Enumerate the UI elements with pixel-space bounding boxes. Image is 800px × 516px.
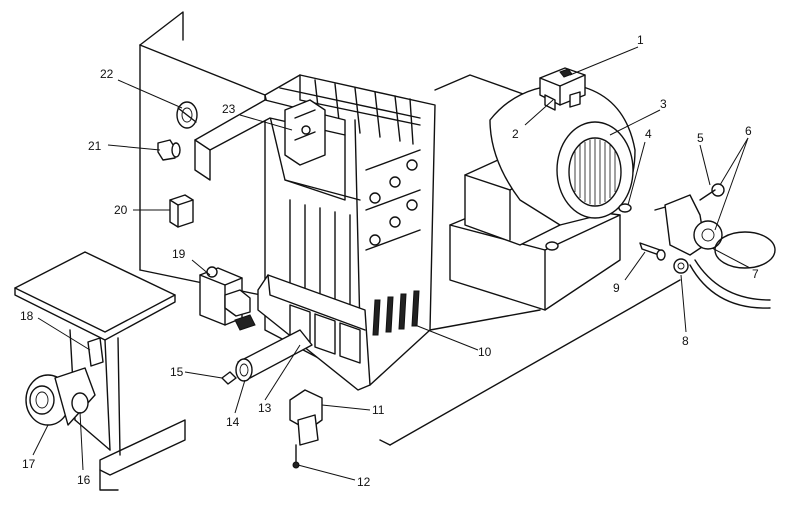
callout-16: 16 — [77, 473, 91, 487]
callout-19: 19 — [172, 247, 186, 261]
callout-14: 14 — [226, 415, 240, 429]
callout-5: 5 — [697, 131, 704, 145]
orifice — [221, 371, 237, 385]
callout-10: 10 — [478, 345, 492, 359]
burner-tube — [235, 329, 313, 382]
callout-8: 8 — [682, 334, 689, 348]
igniter-assembly — [289, 389, 323, 469]
callout-9: 9 — [613, 281, 620, 295]
blower-switch — [539, 67, 586, 111]
blower-assembly — [449, 84, 636, 311]
callout-23: 23 — [222, 102, 236, 116]
callout-13: 13 — [258, 401, 272, 415]
callout-labels: 1 2 3 4 5 6 7 8 9 10 11 12 13 14 15 16 1… — [20, 33, 759, 489]
callout-1: 1 — [637, 33, 644, 47]
blower-wheel-hatch — [574, 139, 616, 205]
callout-20: 20 — [114, 203, 128, 217]
inducer-motor — [25, 367, 96, 426]
callout-18: 18 — [20, 309, 34, 323]
callout-4: 4 — [645, 127, 652, 141]
callout-12: 12 — [357, 475, 371, 489]
base-floor-outline — [99, 11, 681, 491]
inducer-shelf — [14, 251, 176, 456]
callout-3: 3 — [660, 97, 667, 111]
callout-2: 2 — [512, 127, 519, 141]
callout-7: 7 — [752, 267, 759, 281]
side-components — [157, 101, 198, 228]
burner-box — [257, 274, 371, 391]
callout-6: 6 — [745, 124, 752, 138]
leader-lines — [32, 46, 751, 481]
callout-21: 21 — [88, 139, 102, 153]
gas-valve — [199, 266, 256, 331]
callout-11: 11 — [372, 403, 385, 417]
callout-15: 15 — [170, 365, 184, 379]
top-bracket — [194, 99, 346, 201]
callout-17: 17 — [22, 457, 36, 471]
motor-pulley-assembly — [639, 183, 776, 309]
callout-22: 22 — [100, 67, 114, 81]
